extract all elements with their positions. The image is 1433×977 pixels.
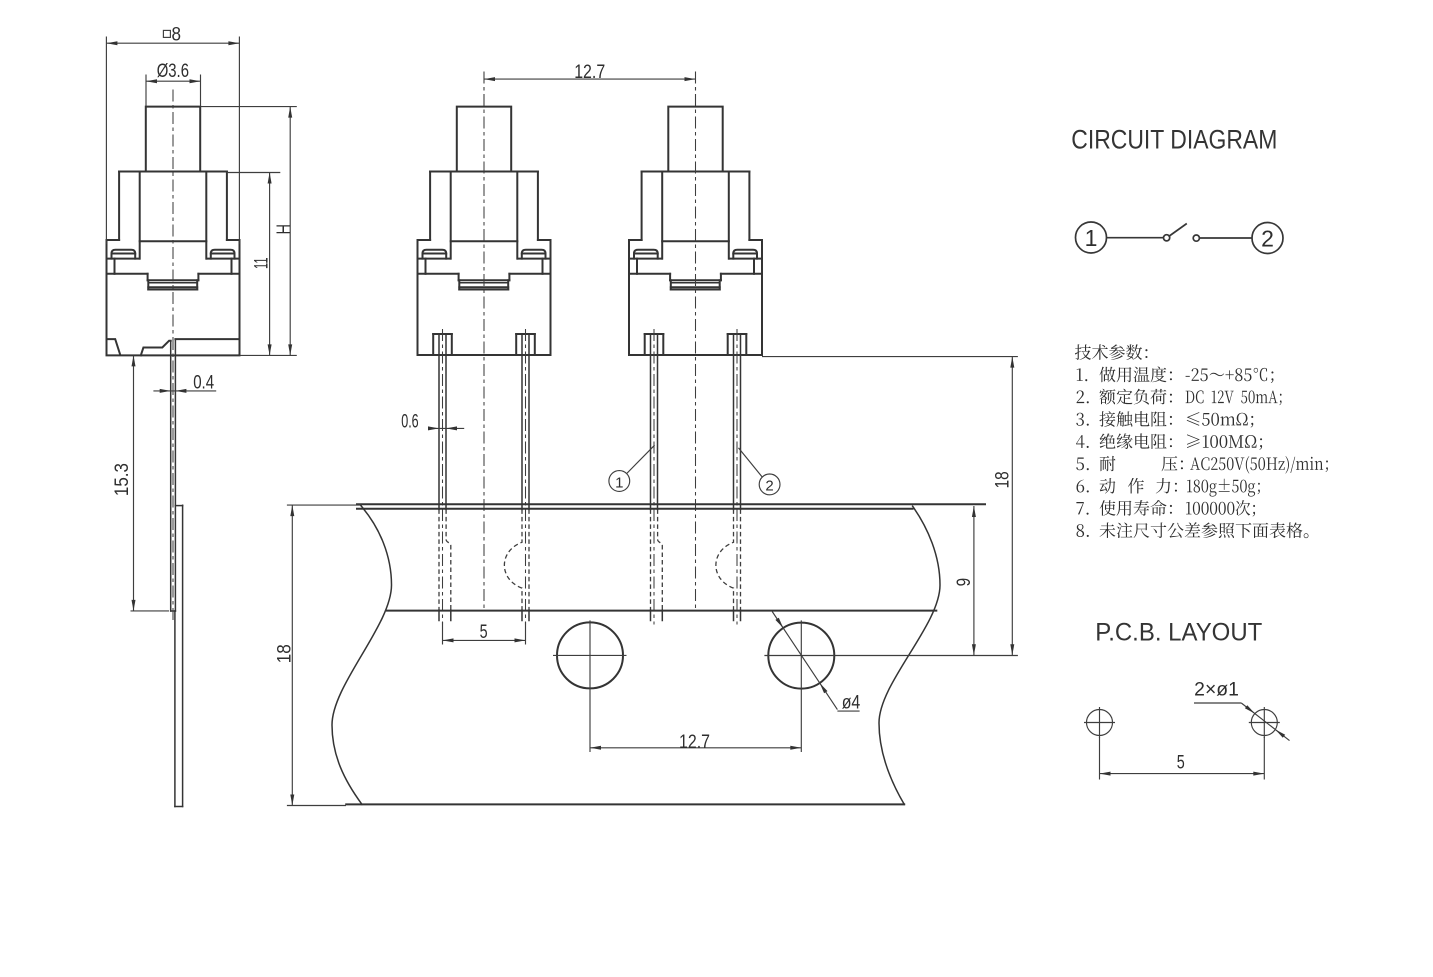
svg-text:8: 8: [171, 24, 181, 45]
svg-text:9: 9: [954, 578, 975, 587]
svg-text:0.6: 0.6: [401, 412, 419, 433]
svg-text:18: 18: [993, 471, 1014, 488]
svg-text:5: 5: [480, 622, 488, 643]
svg-text:CIRCUIT DIAGRAM: CIRCUIT DIAGRAM: [1071, 125, 1277, 155]
svg-text:0.4: 0.4: [193, 373, 214, 394]
svg-text:P.C.B. LAYOUT: P.C.B. LAYOUT: [1095, 618, 1262, 646]
svg-text:12.7: 12.7: [679, 732, 710, 753]
svg-text:1: 1: [615, 474, 623, 491]
svg-text:11: 11: [252, 257, 273, 269]
svg-text:1: 1: [1085, 225, 1098, 251]
svg-text:H: H: [274, 224, 295, 235]
svg-text:ø4: ø4: [842, 693, 861, 714]
svg-text:5: 5: [1177, 753, 1185, 774]
svg-text:Ø3.6: Ø3.6: [157, 61, 189, 82]
svg-text:18: 18: [274, 644, 295, 663]
svg-text:12.7: 12.7: [574, 62, 605, 83]
svg-text:2: 2: [1261, 225, 1274, 251]
svg-text:2×ø1: 2×ø1: [1194, 680, 1239, 701]
svg-text:2: 2: [765, 478, 773, 495]
svg-text:15.3: 15.3: [112, 463, 133, 496]
